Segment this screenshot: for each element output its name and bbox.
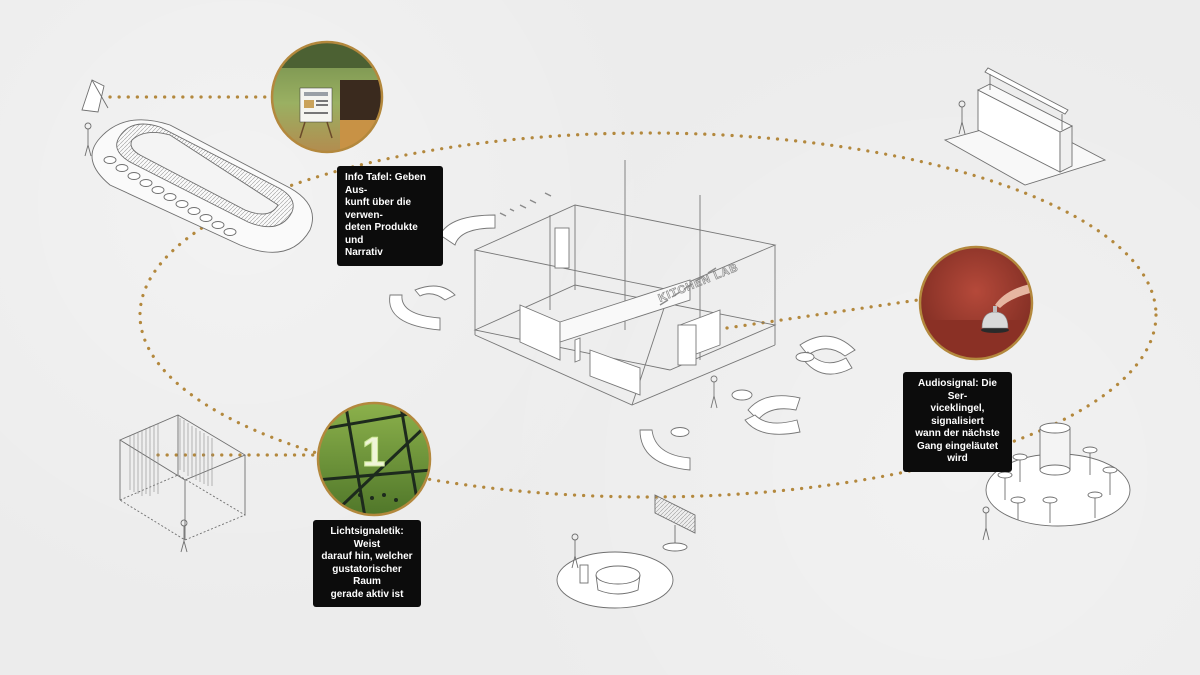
callout-lichtsignaletik: Lichtsignaletik: Weist darauf hin, welch…	[313, 520, 421, 607]
callout-info-tafel: Info Tafel: Geben Aus- kunft über die ve…	[337, 166, 443, 266]
curtain-structure	[119, 414, 246, 553]
counter-bar-group	[943, 67, 1107, 186]
oval-table-group	[81, 79, 313, 253]
round-platform	[556, 494, 696, 609]
dotted-connectors	[108, 95, 920, 457]
route-dotted-ellipse	[138, 131, 1158, 499]
central-pavilion	[389, 160, 856, 471]
callout-audiosignal: Audiosignal: Die Ser- viceklingel, signa…	[903, 372, 1012, 472]
light-signage-photo: 1	[316, 401, 432, 517]
light-number: 1	[362, 428, 385, 475]
info-board-photo	[270, 40, 384, 154]
service-bell-photo	[918, 245, 1034, 361]
round-table-area	[982, 422, 1131, 541]
